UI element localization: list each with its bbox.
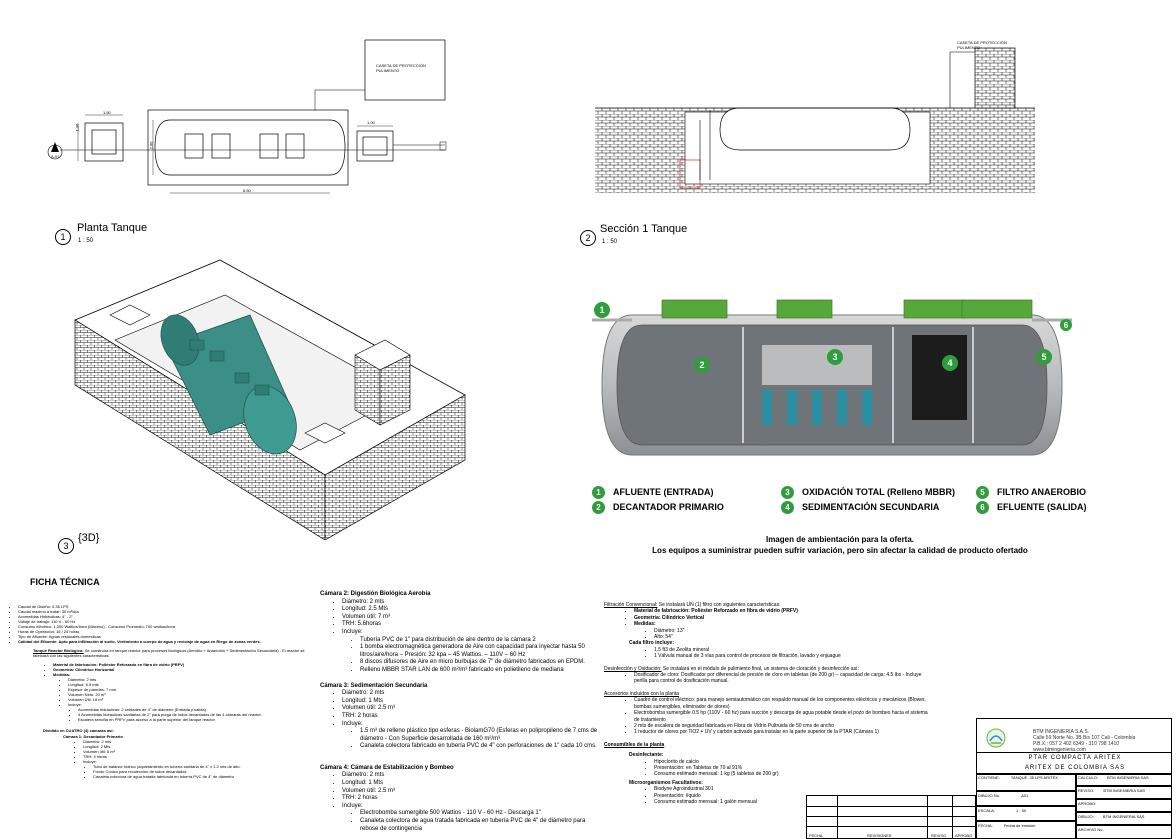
- plan-caseta-label: CASETA DE PROTECCIÓN PULIMENTO: [376, 63, 426, 73]
- view-number-2: 2: [580, 230, 596, 246]
- ficha-col-3: Filtración Convencional: Se instalará UN…: [604, 602, 934, 805]
- svg-text:2: 2: [699, 360, 704, 370]
- client-name: ARITEX DE COLOMBIA SAS: [1024, 765, 1126, 771]
- svg-text:4: 4: [947, 358, 952, 368]
- view-scale-1: 1 : 50: [78, 238, 94, 244]
- svg-text:6: 6: [1064, 321, 1069, 330]
- plan-dim-200: 2.00: [148, 141, 154, 150]
- disclaimer-line-1: Imagen de ambientación para la oferta.: [765, 535, 915, 544]
- general-list: Caudal de Diseño: 0.35 LPS Caudal máximo…: [8, 604, 308, 644]
- north-label: A-01: [51, 154, 60, 159]
- plan-dim-650: 6.50: [243, 188, 251, 193]
- company-logo: [985, 727, 1007, 749]
- section-caseta-label: CASETA DE PROTECCIÓN PULIMENTO: [957, 40, 1007, 50]
- view-title-1: Planta Tanque: [77, 222, 148, 234]
- plant-illustration: 1 2 3 4 5 6: [592, 299, 1072, 456]
- plan-view-drawing: [47, 39, 447, 194]
- view-scale-2: 1 : 50: [602, 239, 618, 245]
- section-view-drawing: [595, 47, 1035, 193]
- ficha-title: FICHA TÉCNICA: [30, 577, 100, 587]
- ficha-col-2: Cámara 2: Digestión Biológica Aerobia Di…: [320, 591, 600, 833]
- svg-text:5: 5: [1041, 352, 1046, 362]
- svg-text:3: 3: [832, 352, 837, 362]
- svg-text:1: 1: [599, 305, 604, 315]
- company-name: BTM INGENIERIA S.A.S.: [1033, 729, 1090, 735]
- plan-dim-136: 1.36: [74, 123, 80, 132]
- disclaimer-line-2: Los equipos a suministrar pueden sufrir …: [652, 546, 1028, 555]
- view-title-3: {3D}: [78, 532, 100, 544]
- view-number-1: 1: [55, 229, 71, 245]
- plan-dim-100: 1.00: [367, 120, 375, 125]
- plan-dim-150: 1.50: [103, 110, 111, 115]
- view-title-2: Sección 1 Tanque: [600, 223, 688, 235]
- view-number-3: 3: [58, 538, 74, 554]
- isometric-3d-view: [74, 259, 466, 540]
- project-name: PTAR COMPACTA ARITEX: [1028, 755, 1122, 761]
- ficha-col-1: Caudal de Diseño: 0.35 LPS Caudal máximo…: [8, 604, 308, 779]
- revisions-table: FECHA REVISIONES REVISO APROBO: [806, 795, 976, 839]
